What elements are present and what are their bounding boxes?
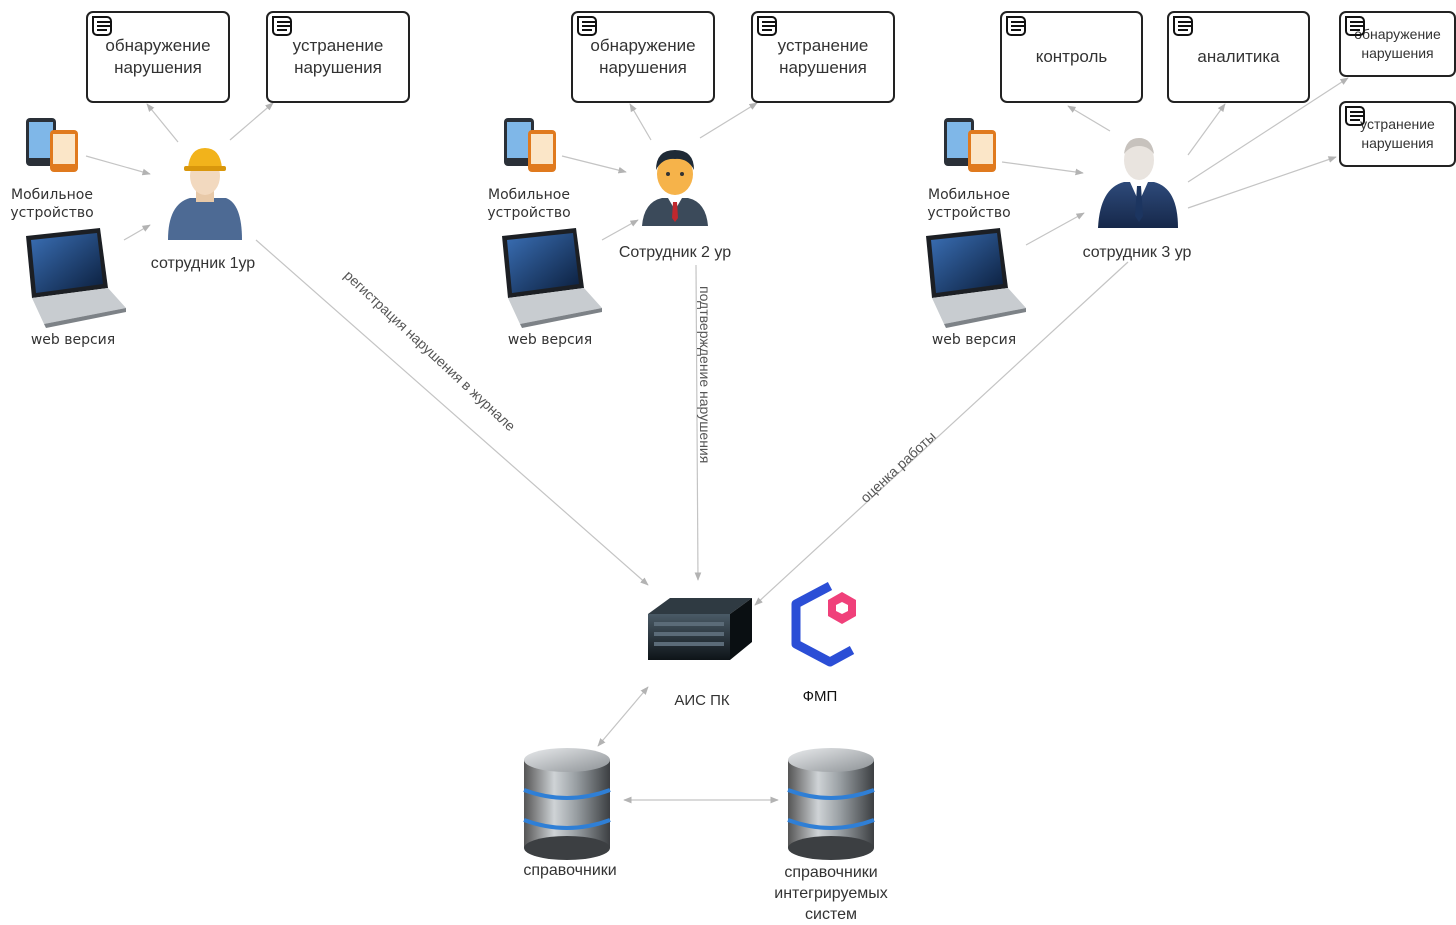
hand-pointer-icon [577, 16, 597, 36]
box-e1-detect[interactable]: обнаружение нарушения [86, 11, 230, 103]
arrow-mobile-e3 [1001, 161, 1084, 176]
arrow-e2-server [694, 264, 702, 581]
web-label-1: web версия [30, 332, 116, 348]
arrow-e1-detect [146, 103, 179, 143]
manager-avatar-icon [642, 150, 708, 226]
box-e3-analytics[interactable]: аналитика [1167, 11, 1310, 103]
mobile-device-icon-1 [26, 118, 78, 172]
laptop-icon-3 [926, 228, 1026, 328]
connectors [85, 77, 1349, 804]
box-e1-fix[interactable]: устранение нарушения [266, 11, 410, 103]
arrow-e1-fix [229, 102, 274, 141]
box-e3-control[interactable]: контроль [1000, 11, 1143, 103]
fmp-label: ФМП [802, 688, 838, 705]
box-e2-fix[interactable]: устранение нарушения [751, 11, 895, 103]
employee-label-1: сотрудник 1ур [150, 255, 256, 272]
mobile-label-2: Мобильное устройство [487, 187, 571, 221]
hand-pointer-icon [1345, 16, 1365, 36]
server-label: АИС ПК [674, 692, 730, 709]
arrow-e3-analytics [1187, 103, 1226, 156]
executive-avatar-icon [1098, 138, 1178, 228]
box-label: аналитика [1197, 47, 1280, 66]
box-e3-detect[interactable]: обнаружение нарушения [1339, 11, 1456, 77]
arrow-e2-fix [699, 102, 758, 139]
arrow-web-e3 [1025, 212, 1085, 246]
box-label: обнаружение нарушения [590, 36, 696, 77]
box-label: устранение нарушения [292, 36, 384, 77]
laptop-icon-1 [26, 228, 126, 328]
server-icon [648, 598, 752, 660]
arrow-web-e2 [601, 219, 639, 241]
arrow-web-e1 [123, 224, 151, 241]
db-label-2: справочники интегрируемых систем [774, 864, 888, 923]
hand-pointer-icon [757, 16, 777, 36]
hand-pointer-icon [1006, 16, 1026, 36]
web-label-2: web версия [507, 332, 593, 348]
arrow-e3-control [1067, 105, 1111, 132]
arrow-e3-fix [1187, 156, 1337, 209]
fmp-logo [791, 582, 856, 667]
box-label: устранение нарушения [777, 36, 869, 77]
mobile-label-1: Мобильное устройство [10, 187, 94, 221]
hand-pointer-icon [92, 16, 112, 36]
web-label-3: web версия [931, 332, 1017, 348]
mobile-device-icon-3 [944, 118, 996, 172]
box-label: контроль [1035, 47, 1108, 66]
laptop-icon-2 [502, 228, 602, 328]
box-label: обнаружение нарушения [1354, 26, 1441, 61]
arrow-e3-detect [1187, 77, 1349, 183]
arrow-e3-server [754, 261, 1129, 606]
database-icon-2 [787, 748, 875, 860]
arrow-e1-server [255, 239, 649, 586]
arrow-mobile-e2 [561, 155, 627, 174]
employee-label-2: Сотрудник 2 ур [618, 244, 732, 261]
mobile-device-icon-2 [504, 118, 556, 172]
worker-avatar-icon [168, 148, 242, 240]
edge-label-confirm: подтверждение нарушения [697, 286, 713, 464]
arrow-e2-detect [629, 103, 652, 141]
arrow-mobile-e1 [85, 155, 151, 176]
box-label: устранение нарушения [1360, 116, 1435, 151]
database-icon-1 [523, 748, 611, 860]
hand-pointer-icon [272, 16, 292, 36]
mobile-label-3: Мобильное устройство [927, 187, 1011, 221]
hand-pointer-icon [1173, 16, 1193, 36]
db-label-1: справочники [523, 862, 617, 879]
box-e2-detect[interactable]: обнаружение нарушения [571, 11, 715, 103]
box-label: обнаружение нарушения [105, 36, 211, 77]
employee-label-3: сотрудник 3 ур [1082, 244, 1192, 261]
hand-pointer-icon [1345, 106, 1365, 126]
arrow-server-db [597, 686, 649, 747]
box-e3-fix[interactable]: устранение нарушения [1339, 101, 1456, 167]
